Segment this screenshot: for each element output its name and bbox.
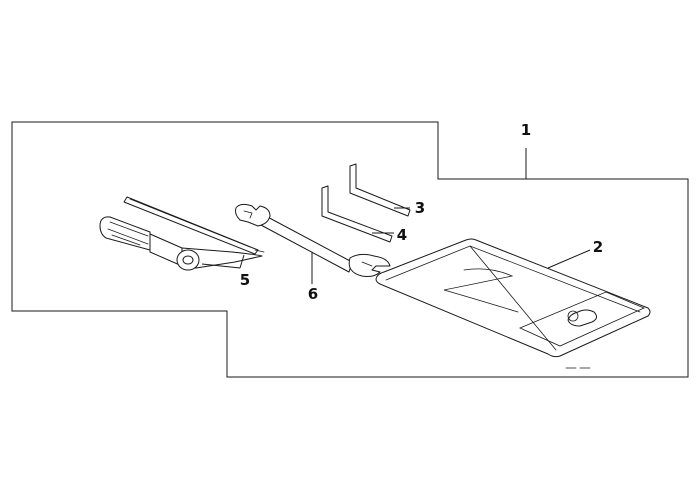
kit-outline-border bbox=[11, 121, 689, 378]
callout-3: 3 bbox=[415, 199, 425, 217]
leader-line-5a bbox=[201, 263, 241, 269]
leader-line-5b bbox=[239, 254, 245, 269]
hex-key-small bbox=[321, 185, 393, 243]
tool-pouch bbox=[375, 238, 651, 369]
hex-key-large bbox=[349, 163, 411, 217]
callout-6: 6 bbox=[308, 285, 318, 303]
leader-line-2 bbox=[547, 249, 591, 269]
callout-4: 4 bbox=[397, 226, 407, 244]
callout-5: 5 bbox=[240, 271, 250, 289]
screwdriver bbox=[99, 196, 265, 271]
open-end-wrench bbox=[235, 203, 391, 277]
callout-2: 2 bbox=[593, 238, 603, 256]
callout-1: 1 bbox=[521, 121, 531, 139]
